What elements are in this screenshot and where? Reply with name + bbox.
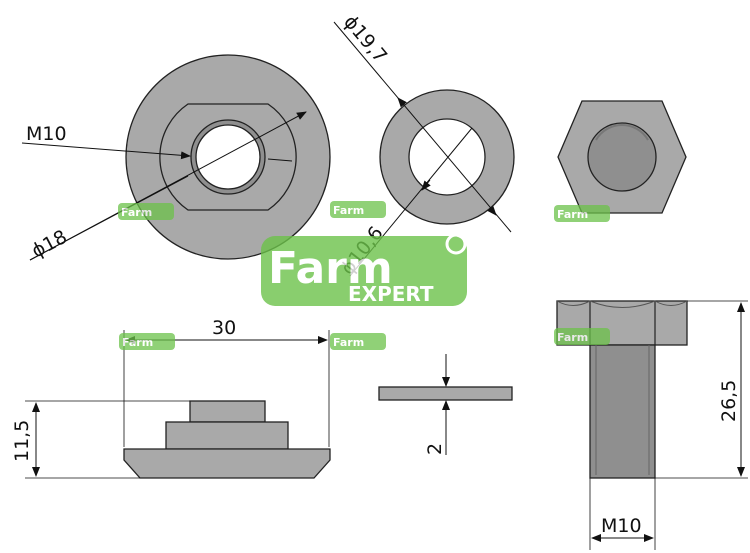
dim-m10-bottom-label: M10 (601, 515, 642, 537)
watermark-logo-main: Farm EXPERT (261, 233, 467, 306)
watermark-small-5: Farm (330, 333, 386, 350)
dim-t2-label: 2 (424, 443, 446, 455)
dim-m10-bottom: M10 (589, 478, 656, 550)
hex-bolt-top-view (557, 100, 687, 214)
hex-inner-circle (587, 122, 657, 192)
dim-d18: ϕ18 (28, 111, 307, 263)
dim-d18-label: ϕ18 (28, 226, 71, 263)
watermark-small-4: Farm (119, 333, 175, 350)
watermark-brand-main: Farm (268, 243, 393, 294)
dim-h11-5: 11,5 (11, 400, 190, 479)
svg-text:Farm: Farm (122, 336, 153, 349)
hex-bolt-side-view (556, 300, 688, 479)
svg-text:Farm: Farm (557, 331, 588, 344)
dim-t2: 2 (424, 354, 450, 455)
svg-text:Farm: Farm (121, 206, 152, 219)
dim-w30-label: 30 (212, 317, 236, 339)
washer-side-view (378, 386, 513, 401)
dim-h26-5: 26,5 (655, 300, 748, 479)
t-nut-top-view (125, 54, 331, 260)
watermark-small-3: Farm (554, 205, 610, 222)
watermark-small-6: Farm (554, 328, 610, 345)
dim-m10-top-label: M10 (26, 123, 67, 145)
t-nut-side-top-step (189, 400, 266, 423)
watermark-small-1: Farm (118, 203, 174, 220)
svg-text:Farm: Farm (557, 208, 588, 221)
svg-text:Farm: Farm (333, 336, 364, 349)
washer-side-plate (378, 386, 513, 401)
watermark-small-2: Farm (330, 201, 386, 218)
t-nut-side-view (123, 400, 331, 479)
dim-h11-5-label: 11,5 (11, 420, 33, 462)
washer-top-view (379, 89, 515, 225)
gear-icon (445, 233, 467, 255)
t-nut-side-mid-step (165, 421, 289, 450)
washer-hole (408, 118, 486, 196)
dim-m10-top: M10 (21, 123, 293, 162)
watermark-sub-main: EXPERT (348, 282, 434, 306)
svg-text:Farm: Farm (333, 204, 364, 217)
t-nut-bore (195, 124, 261, 190)
bolt-shank (589, 344, 656, 479)
dim-h26-5-label: 26,5 (718, 380, 740, 422)
t-nut-side-flange (123, 448, 331, 479)
